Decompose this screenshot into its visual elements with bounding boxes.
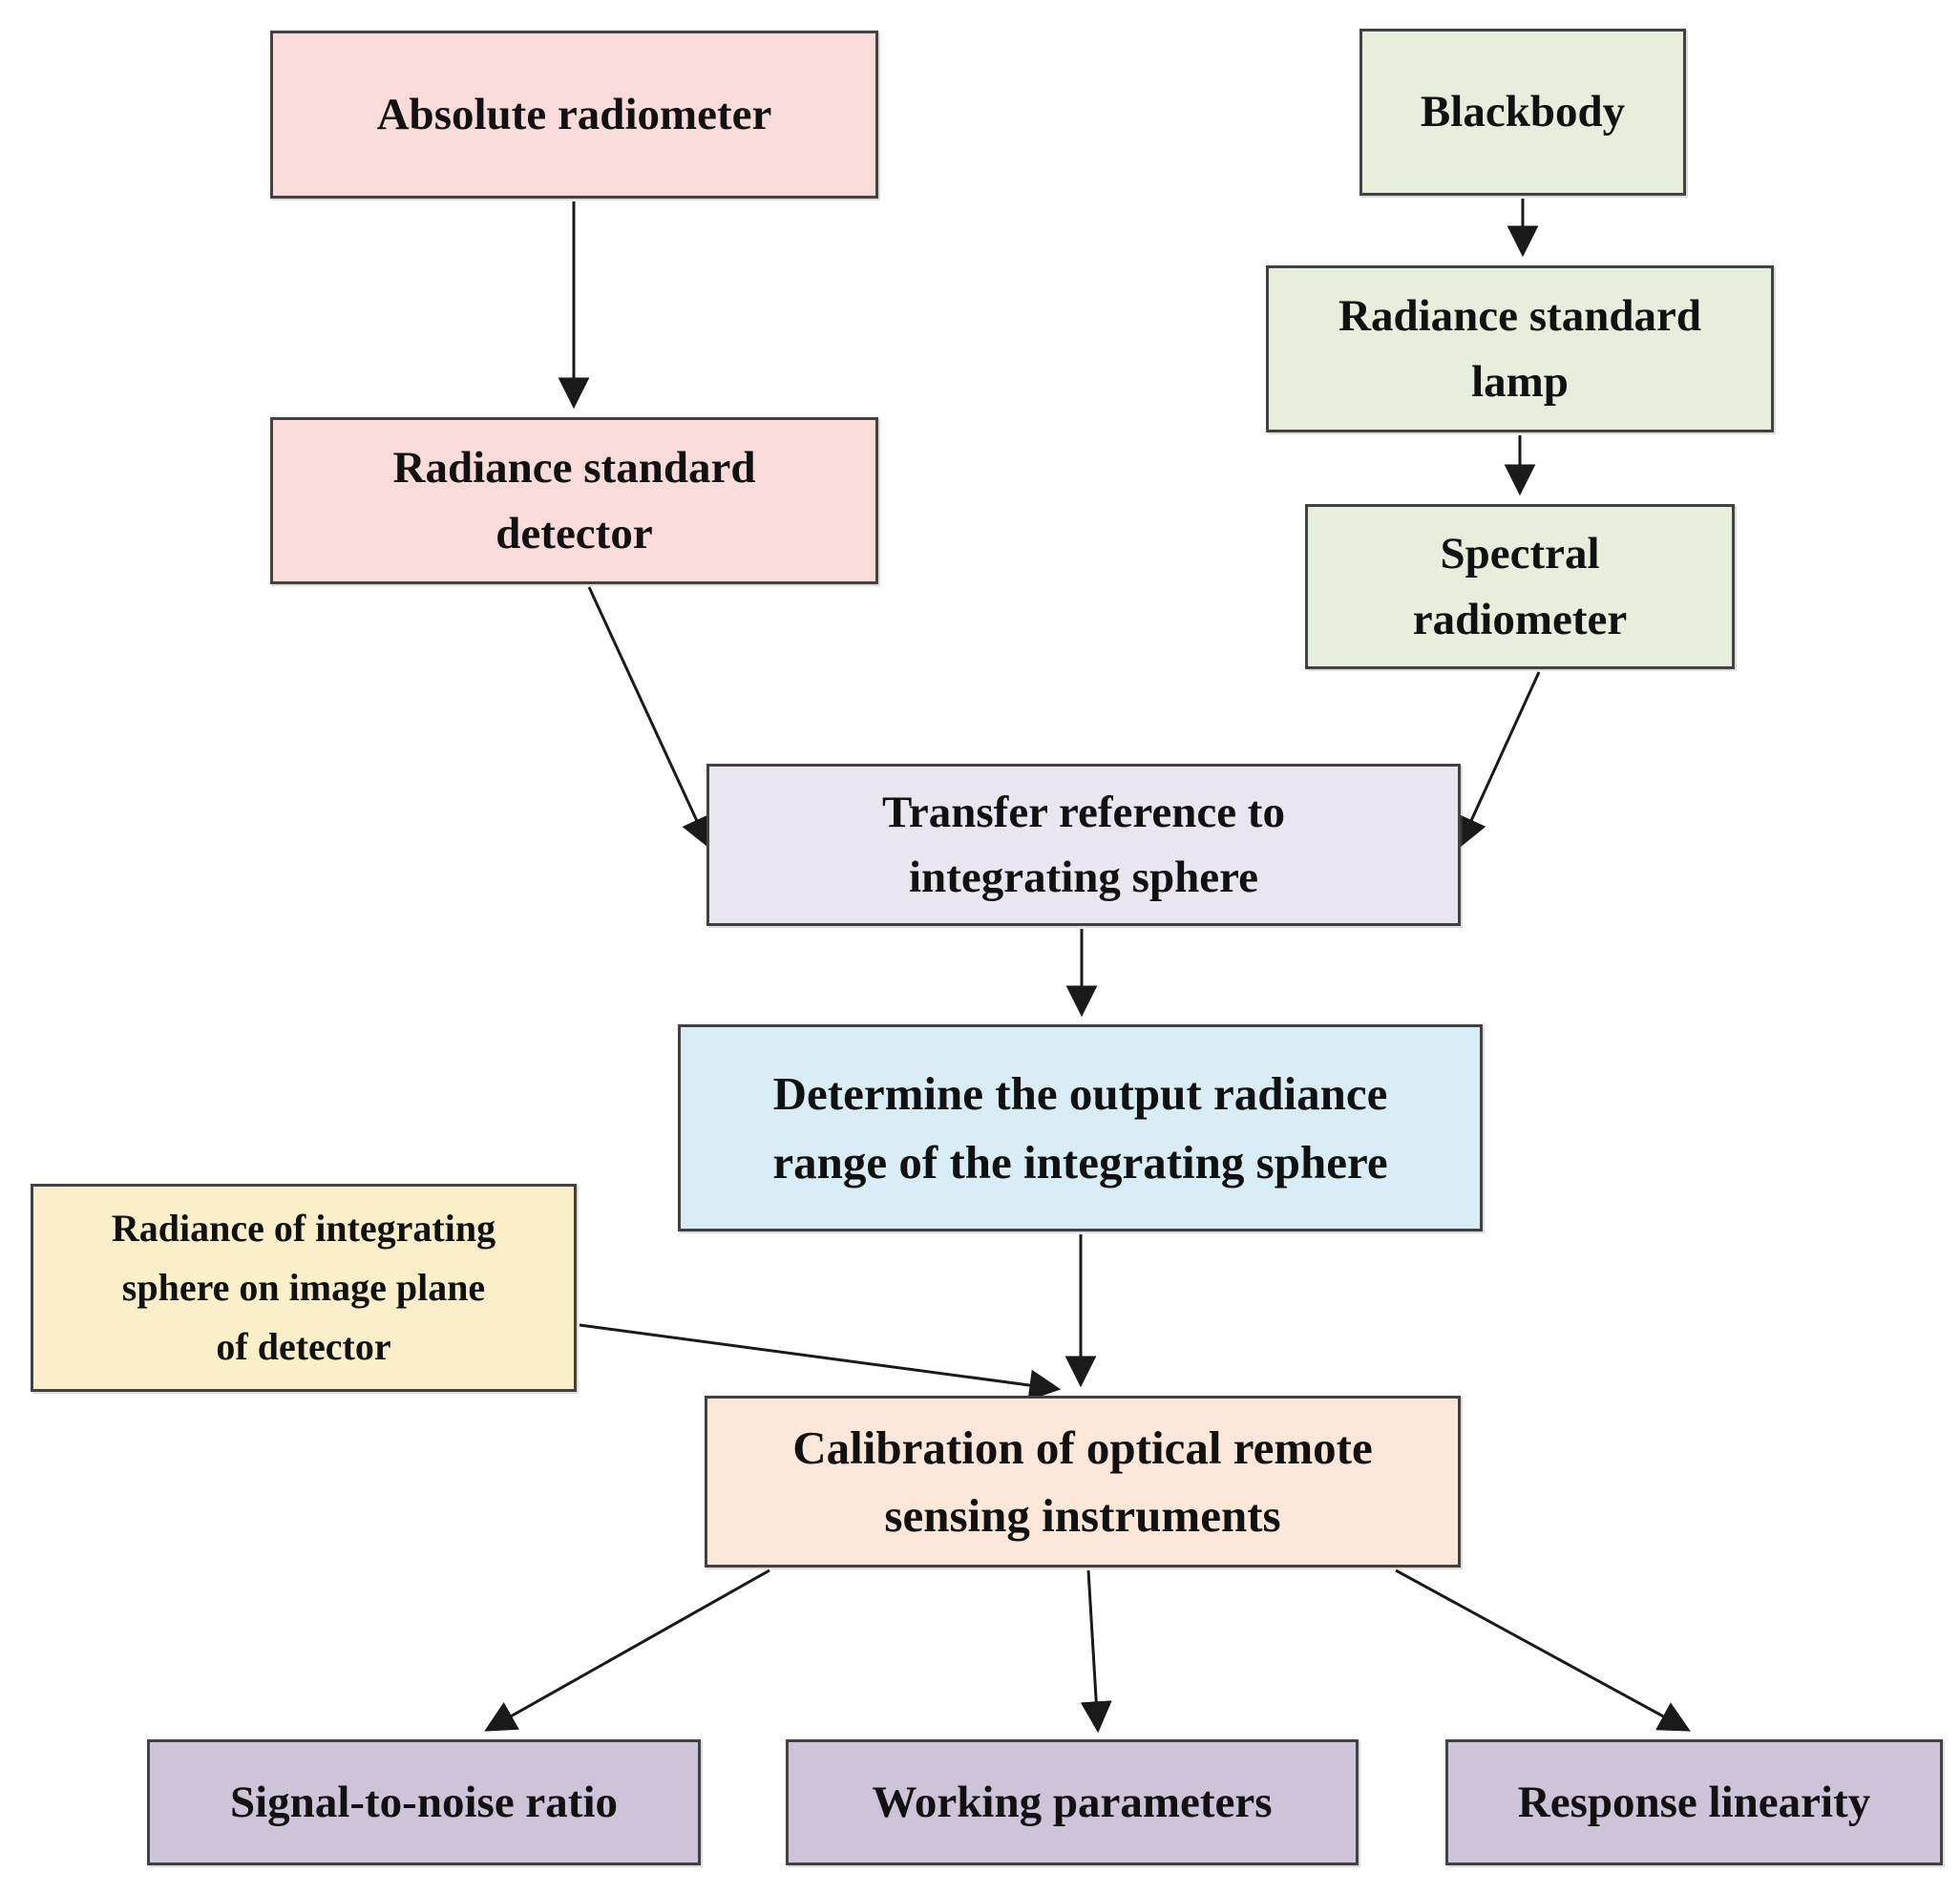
node-calibration: Calibration of optical remote sensing in… bbox=[705, 1396, 1461, 1568]
node-absolute-radiometer: Absolute radiometer bbox=[270, 31, 878, 199]
node-response-linearity: Response linearity bbox=[1445, 1739, 1943, 1865]
edge-radiance-to-calibration bbox=[579, 1323, 1062, 1401]
node-transfer-reference: Transfer reference to integrating sphere bbox=[706, 764, 1461, 926]
node-determine-output-radiance: Determine the output radiance range of t… bbox=[678, 1024, 1483, 1231]
node-spectral-radiometer: Spectral radiometer bbox=[1305, 504, 1735, 669]
edge-calibration-to-response bbox=[1395, 1568, 1691, 1732]
node-radiance-standard-lamp: Radiance standard lamp bbox=[1266, 265, 1774, 432]
node-blackbody: Blackbody bbox=[1359, 29, 1686, 196]
edge-detector-to-transfer bbox=[587, 586, 711, 849]
node-radiance-integrating-sphere: Radiance of integrating sphere on image … bbox=[31, 1184, 577, 1392]
node-signal-to-noise: Signal-to-noise ratio bbox=[147, 1739, 701, 1865]
edge-calibration-to-snr bbox=[484, 1568, 770, 1732]
edge-spectral-to-transfer bbox=[1457, 671, 1541, 850]
node-working-parameters: Working parameters bbox=[786, 1739, 1359, 1865]
edge-calibration-to-working bbox=[1080, 1569, 1112, 1734]
node-radiance-standard-detector: Radiance standard detector bbox=[270, 417, 878, 584]
